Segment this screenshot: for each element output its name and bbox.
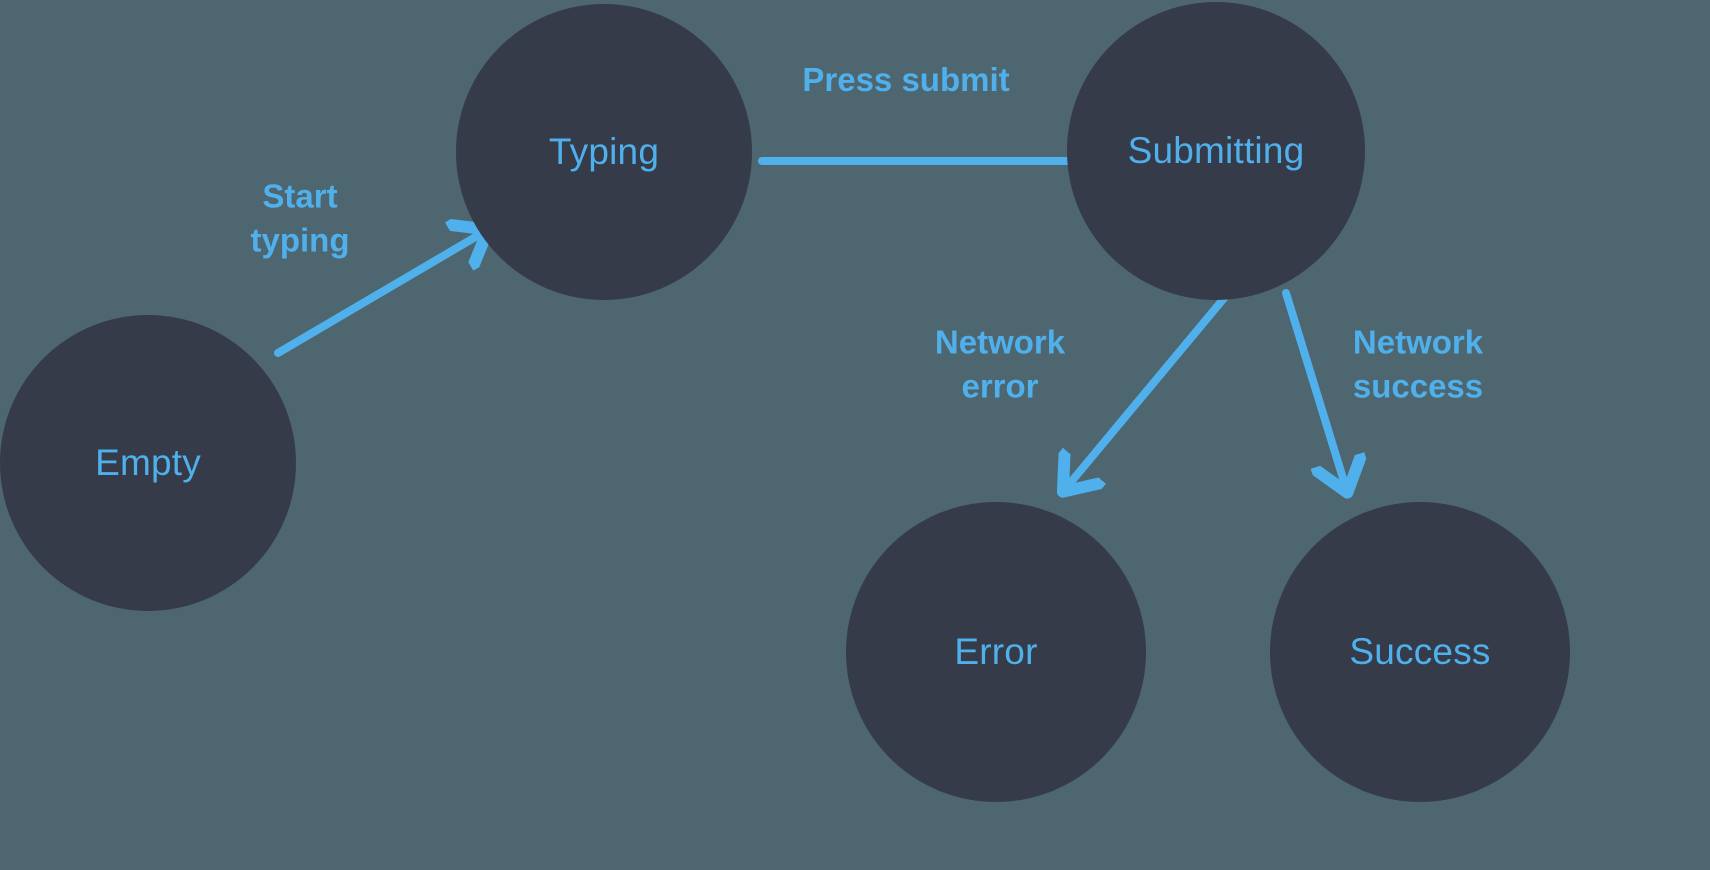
- state-label-typing: Typing: [548, 130, 660, 172]
- edge-submitting-to-success: [1282, 289, 1346, 488]
- state-node-typing[interactable]: Typing: [456, 4, 752, 300]
- edge-label-start-typing: Start typing: [250, 177, 350, 258]
- state-node-success[interactable]: Success: [1270, 502, 1570, 802]
- state-node-error[interactable]: Error: [846, 502, 1146, 802]
- edge-label-network-error: Network error: [934, 323, 1066, 404]
- state-label-success: Success: [1349, 630, 1491, 672]
- edge-empty-to-typing: [274, 232, 484, 357]
- edge-label-press-submit: Press submit: [802, 61, 1010, 99]
- edge-submitting-to-error: [1066, 293, 1229, 488]
- state-node-empty[interactable]: Empty: [0, 315, 296, 611]
- state-label-error: Error: [954, 630, 1038, 672]
- edge-label-network-success: Network success: [1352, 323, 1484, 404]
- state-node-submitting[interactable]: Submitting: [1067, 2, 1365, 300]
- state-label-empty: Empty: [95, 441, 201, 483]
- state-label-submitting: Submitting: [1127, 129, 1305, 171]
